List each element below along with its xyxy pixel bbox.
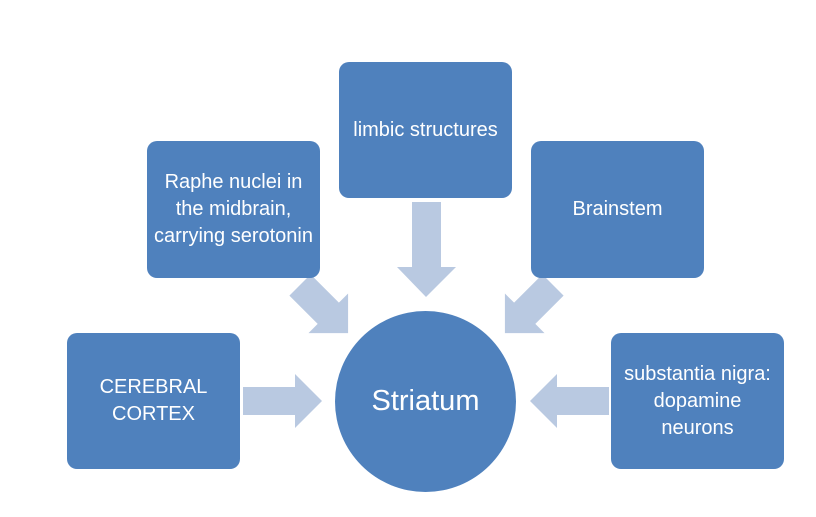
node-limbic-structures-label: limbic structures [353,118,498,141]
node-limbic-structures: limbic structures [339,62,512,198]
node-substantia-nigra: substantia nigra: dopamine neurons [611,333,784,469]
node-brainstem: Brainstem [531,141,704,278]
node-raphe-nuclei: Raphe nuclei in the midbrain, carrying s… [147,141,320,278]
node-raphe-nuclei-label: Raphe nuclei in the midbrain, carrying s… [154,171,313,247]
node-striatum-label: Striatum [371,385,480,417]
arrow-brainstem-to-striatum [504,274,564,334]
node-cerebral-cortex: CEREBRAL CORTEX [67,333,240,469]
node-brainstem-label: Brainstem [572,198,663,220]
arrow-limbic-to-striatum [397,202,456,297]
arrow-nigra-to-striatum [530,374,609,428]
arrow-raphe-to-striatum [289,274,349,334]
node-substantia-nigra-label: substantia nigra: dopamine neurons [624,362,771,439]
node-cerebral-cortex-label: CEREBRAL CORTEX [99,376,208,425]
arrow-cortex-to-striatum [243,374,322,428]
node-striatum: Striatum [335,311,516,492]
